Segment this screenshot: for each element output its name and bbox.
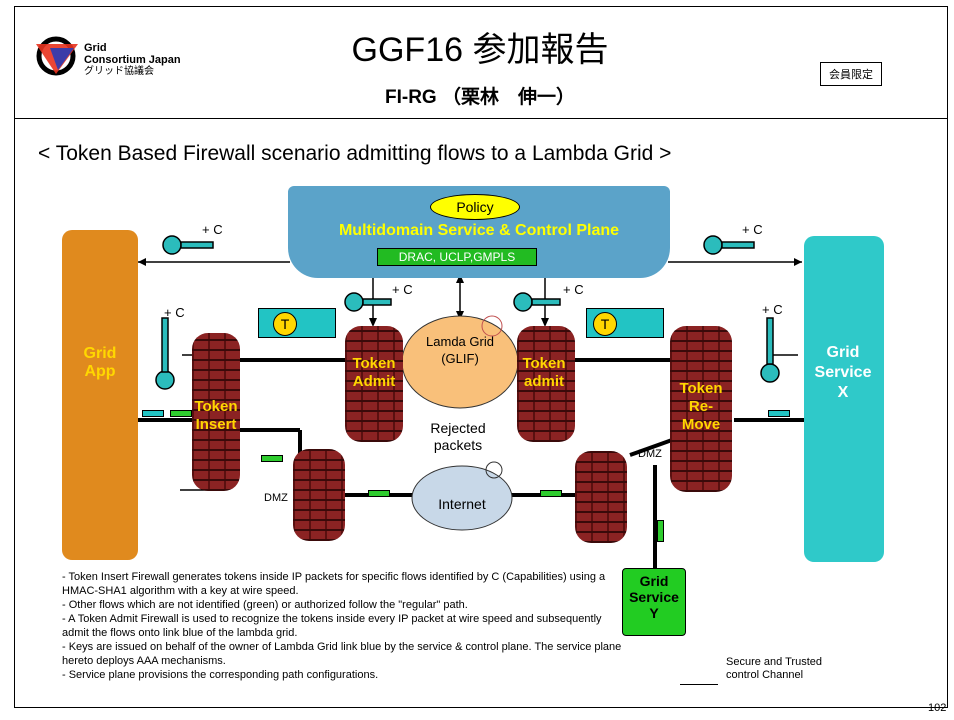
- token-insert-label: Token Insert: [194, 398, 238, 433]
- grid-service-x: [804, 236, 884, 562]
- token-box: T: [586, 308, 664, 338]
- lambda-grid-label: Lamda Grid (GLIF): [426, 334, 494, 366]
- members-only-badge: 会員限定: [820, 62, 882, 86]
- grid-service-y: [622, 568, 686, 636]
- token-admit-left-firewall: [345, 326, 403, 442]
- protocols-box: DRAC, UCLP,GMPLS: [377, 248, 537, 266]
- token-remove-label: Token Re- Move: [679, 380, 723, 433]
- packet-green: [540, 490, 562, 497]
- dmz-label: DMZ: [638, 448, 662, 460]
- capability-label: + C: [392, 282, 413, 297]
- token-box: T: [258, 308, 336, 338]
- grid-app-label: Grid App: [83, 345, 117, 380]
- page-number: 102: [928, 702, 947, 714]
- token-admit-right-label: Token admit: [522, 355, 566, 390]
- internet-label: Internet: [438, 496, 486, 512]
- packet-green: [261, 455, 283, 462]
- packet-green: [170, 410, 192, 417]
- grid-app: [62, 230, 138, 560]
- dmz-label: DMZ: [264, 492, 288, 504]
- page-title: GGF16 参加報告: [351, 31, 609, 69]
- header-divider: [14, 118, 948, 119]
- policy-oval: Policy: [430, 194, 520, 220]
- legend-line: [680, 684, 718, 685]
- legend-label: Secure and Trusted control Channel: [726, 656, 823, 681]
- capability-label: + C: [742, 222, 763, 237]
- capability-label: + C: [563, 282, 584, 297]
- capability-label: + C: [164, 305, 185, 320]
- token-admit-right-firewall: [517, 326, 575, 442]
- token-remove-firewall: [670, 326, 732, 492]
- packet-blue: [768, 410, 790, 417]
- dmz-right-firewall: [575, 451, 627, 543]
- grid-service-x-label: Grid Service X: [814, 344, 872, 401]
- scenario-title: < Token Based Firewall scenario admittin…: [38, 142, 672, 165]
- explanation-bullets: - Token Insert Firewall generates tokens…: [62, 571, 622, 681]
- rejected-packets-label: Rejected packets: [430, 420, 486, 453]
- capability-label: + C: [202, 222, 223, 237]
- grid-consortium-logo: [34, 34, 84, 78]
- control-plane-label: Multidomain Service & Control Plane: [338, 222, 620, 239]
- dmz-left-firewall: [293, 449, 345, 541]
- packet-green: [657, 520, 664, 542]
- grid-service-y-label: Grid Service Y: [629, 573, 679, 621]
- capability-label: + C: [762, 302, 783, 317]
- logo-text: Grid Consortium Japan グリッド協議会: [84, 42, 181, 77]
- page-subtitle: FI-RG （栗林 伸一）: [385, 87, 575, 108]
- packet-blue: [142, 410, 164, 417]
- token-admit-left-label: Token Admit: [352, 355, 396, 390]
- slide-frame: [14, 6, 948, 708]
- packet-green: [368, 490, 390, 497]
- token-insert-firewall: [192, 333, 240, 491]
